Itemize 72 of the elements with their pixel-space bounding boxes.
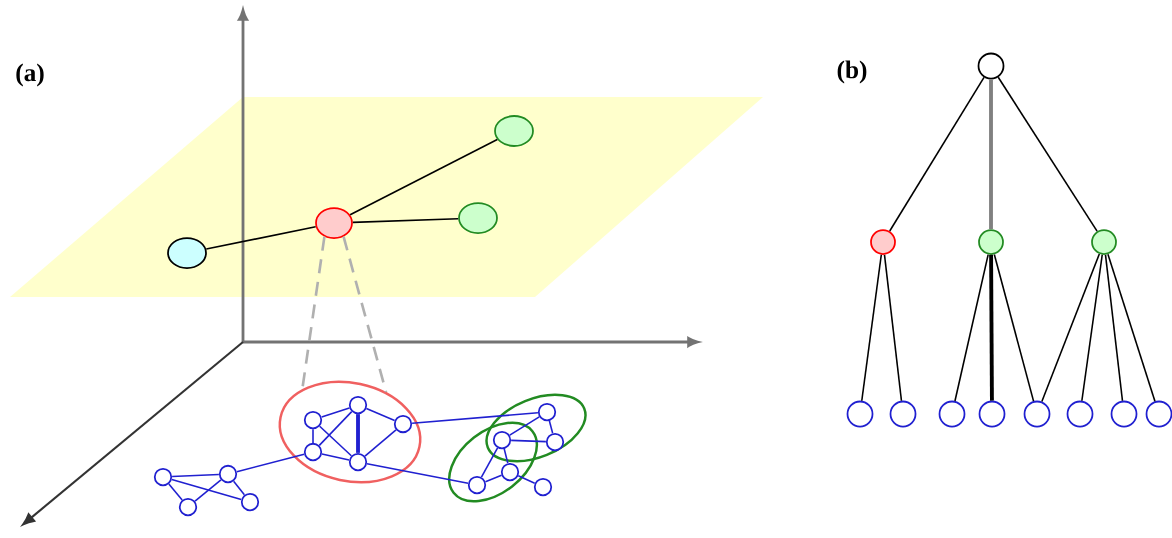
- edge-line: [480, 447, 499, 478]
- edge-line: [205, 225, 317, 250]
- network-node: [537, 402, 557, 422]
- edge-line: [352, 217, 459, 224]
- network-node: [467, 475, 487, 495]
- edge-line: [349, 138, 499, 216]
- edge-line: [997, 76, 1098, 232]
- network-node: [348, 452, 368, 472]
- network-node: [545, 432, 565, 452]
- edge-line: [318, 425, 353, 457]
- edge-line: [356, 414, 360, 453]
- edge-line: [989, 79, 993, 230]
- edge-line: [171, 478, 243, 501]
- tree-node: [1091, 229, 1117, 255]
- tree-node: [846, 400, 874, 428]
- edge-line: [993, 253, 1035, 402]
- edge-line: [954, 253, 989, 402]
- edge-line: [318, 410, 353, 447]
- edge-line: [236, 453, 305, 473]
- edge-line: [232, 480, 246, 496]
- network-node: [218, 464, 238, 484]
- edge-line: [484, 474, 503, 483]
- edge-line: [321, 453, 350, 461]
- network-node: [348, 395, 368, 415]
- edge-line: [366, 462, 469, 485]
- network-node: [153, 467, 173, 487]
- edge-line: [503, 448, 509, 464]
- network-node: [494, 115, 534, 147]
- panel-label: (a): [16, 63, 44, 87]
- edge-line: [365, 407, 396, 422]
- network-node: [167, 237, 207, 269]
- edge-line: [548, 420, 554, 434]
- network-node: [315, 207, 353, 239]
- network-node: [178, 497, 198, 517]
- panel-label: (b): [837, 60, 867, 84]
- edge-line: [1081, 253, 1103, 402]
- tree-node: [870, 229, 896, 255]
- edge-line: [888, 76, 985, 232]
- tree-node: [977, 52, 1005, 80]
- network-node: [303, 442, 323, 462]
- tree-node: [978, 400, 1006, 428]
- tree-node: [1145, 400, 1172, 428]
- edge-line: [508, 416, 541, 436]
- tree-node: [1110, 400, 1138, 428]
- network-node: [500, 462, 520, 482]
- network-node: [492, 430, 512, 450]
- projection-line: [342, 236, 388, 393]
- edge-line: [1041, 253, 1101, 403]
- edge-line: [194, 479, 222, 502]
- network-node: [240, 492, 260, 512]
- edge-line: [168, 483, 183, 501]
- edge-line: [1107, 253, 1156, 403]
- tree-node: [1023, 400, 1051, 428]
- edge-line: [320, 407, 351, 418]
- edge-line: [171, 473, 220, 478]
- network-node: [393, 414, 413, 434]
- tree-node: [938, 400, 966, 428]
- network-node: [303, 410, 323, 430]
- edge-line: [1104, 254, 1124, 402]
- tree-node: [1066, 400, 1094, 428]
- network-node: [533, 477, 553, 497]
- edge-line: [411, 411, 539, 425]
- edge-line: [517, 475, 536, 485]
- network-node: [458, 202, 498, 234]
- tree-node: [889, 400, 917, 428]
- edge-line: [883, 254, 903, 402]
- edge-line: [312, 428, 314, 444]
- edge-line: [510, 439, 547, 443]
- tree-node: [978, 229, 1004, 255]
- edge-line: [364, 429, 397, 457]
- edge-line: [861, 254, 883, 402]
- edge-line: [989, 254, 994, 401]
